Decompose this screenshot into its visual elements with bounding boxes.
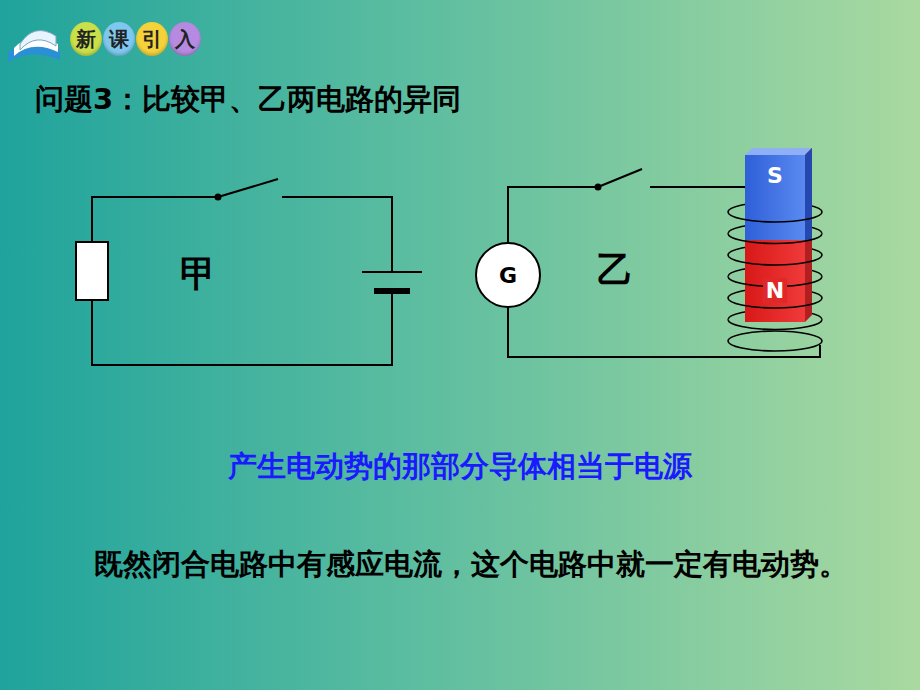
circuit-jia (76, 179, 422, 365)
coil-front (728, 212, 822, 351)
coil-winding (728, 341, 822, 351)
coil-winding (728, 234, 822, 244)
coil-winding (728, 331, 822, 341)
circuit-label: 乙 (597, 246, 633, 295)
explanation-text: 既然闭合电路中有感应电流，这个电路中就一定有电动势。 (50, 538, 880, 590)
coil-winding (728, 320, 822, 330)
node-text: G (499, 263, 517, 288)
coil-winding (728, 255, 822, 265)
slide-title: 问题3：比较甲、乙两电路的异同 (35, 80, 461, 120)
bar-magnet (745, 148, 812, 322)
badge-circle: 课 (103, 22, 135, 56)
book-icon (8, 31, 60, 62)
resistor-symbol (76, 242, 108, 300)
switch-pivot (595, 184, 602, 191)
badge-circle: 新 (70, 22, 102, 56)
badge-circle: 引 (136, 22, 168, 56)
magnet-south-pole: S (745, 155, 805, 195)
switch-pivot (215, 194, 222, 201)
galvanometer-circle: G (475, 242, 541, 308)
node-text: 课 (109, 26, 129, 53)
badge-circle: 入 (169, 22, 201, 56)
conclusion-text: 产生电动势的那部分导体相当于电源 (0, 447, 920, 487)
node-text: N (763, 278, 787, 303)
coil-winding (728, 212, 822, 222)
circuit-label: 甲 (180, 250, 216, 299)
magnet-north-pole: N (745, 270, 805, 310)
node-text: 入 (175, 26, 195, 53)
node-text: 新 (76, 26, 96, 53)
node-text: S (764, 163, 786, 188)
node-text: 引 (142, 26, 162, 53)
